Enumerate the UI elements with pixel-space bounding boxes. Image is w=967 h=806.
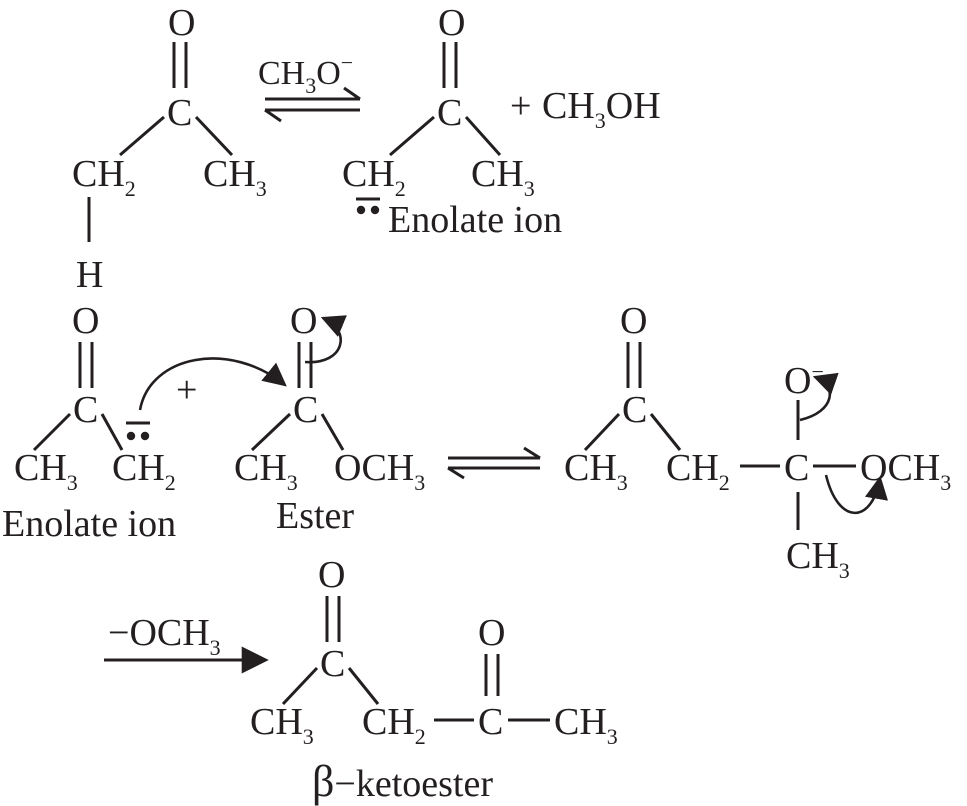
bond-c-ch3 [464,115,502,157]
product-label: β−ketoester [312,757,493,806]
carbonyl-oxygen: O [438,2,465,44]
bond-c-ch3 [250,412,292,452]
methyl-group: CH3 [471,153,535,201]
methoxy-group: OCH3 [334,447,425,495]
methoxide-leaving: −OCH3 [108,612,221,660]
enolate-label-mid: Enolate ion [2,503,176,545]
methoxide-reagent: CH3O− [258,50,353,98]
bond-c-ch2 [389,115,435,157]
forward-arrow-barb [343,86,361,101]
elimination-step: −OCH3 [104,612,269,674]
methyl-group: CH3 [250,701,314,749]
reform-carbonyl-arrow [799,372,839,422]
nucleophilic-attack-arrow [138,357,287,411]
ester-molecule: O C CH3 OCH3 Ester [234,300,425,537]
carbonyl-carbon: C [73,389,98,431]
bond-c-ch2 [100,413,124,451]
bond-c-ch3 [194,115,234,157]
bond-c-ch3 [583,412,621,452]
lone-pair-dot-1 [356,205,366,215]
plus-sign: + [176,369,197,411]
equilibrium-arrow-mid [447,446,541,480]
carbonyl-oxygen: O [72,300,99,342]
carbonyl-oxygen: O [290,300,317,342]
bond-c-ch2 [347,667,380,705]
bond-c-och3 [320,413,345,451]
alkoxide-oxygen: O− [784,359,824,402]
carbonyl-oxygen: O [168,2,195,44]
leaving-group-arrow [824,474,888,515]
methyl-group: CH3 [234,447,298,495]
beta-ketoester-molecule: O C CH3 CH2 C CH3 O β−ketoester [250,554,618,806]
enolate-label-top: Enolate ion [388,199,562,241]
carbanion-group: CH2 [342,153,406,201]
ketone-oxygen: O [318,554,345,596]
bond-c-ch2 [649,413,682,451]
methylene-group: CH2 [666,447,730,495]
methyl-group: CH3 [203,153,267,201]
enolate-ion-mid: O C CH3 CH2 Enolate ion [2,300,176,545]
forward-arrow-barb [523,446,541,460]
bond-c-ch2 [119,115,165,157]
methylene-group: CH2 [72,153,136,201]
bond-c-ch3 [281,666,319,706]
pi-bond-shift-arrow [304,315,347,364]
bond-c-ch3 [32,412,72,452]
carbonyl-carbon: C [167,92,192,134]
acetone-molecule: O C CH2 CH3 H [72,2,267,296]
reverse-arrow-barb [447,466,465,480]
methyl-group-right: CH3 [554,701,618,749]
ester-carbon: C [478,701,503,743]
enolate-ion-top: O C CH2 CH3 Enolate ion [342,2,562,241]
carbonyl-carbon: C [437,92,462,134]
ketone-carbon: C [320,643,345,685]
ester-carbonyl-oxygen: O [478,612,505,654]
methyl-group: CH3 [564,447,628,495]
methylene-group: CH2 [362,701,426,749]
methanol: CH3OH [542,85,661,133]
methanol-product: + CH3OH [510,85,661,133]
reverse-arrow-barb [264,108,282,123]
ketone-carbon: C [622,389,647,431]
alpha-hydrogen: H [76,254,103,296]
tetrahedral-carbon: C [784,447,809,489]
lone-pair-dot-2 [140,431,150,441]
carbonyl-carbon: C [293,389,318,431]
tetrahedral-intermediate: O C CH3 CH2 C OCH3 O− CH3 [564,300,951,583]
carbanion-group: CH2 [112,447,176,495]
methyl-group: CH3 [14,447,78,495]
lone-pair-dot-2 [370,205,380,215]
methyl-group-down: CH3 [786,535,850,583]
plus-sign: + [510,85,531,127]
equilibrium-arrow-top: CH3O− [258,50,361,123]
ketone-oxygen: O [620,300,647,342]
methoxy-group: OCH3 [860,447,951,495]
lone-pair-dot-1 [126,431,136,441]
ester-label: Ester [276,495,354,537]
